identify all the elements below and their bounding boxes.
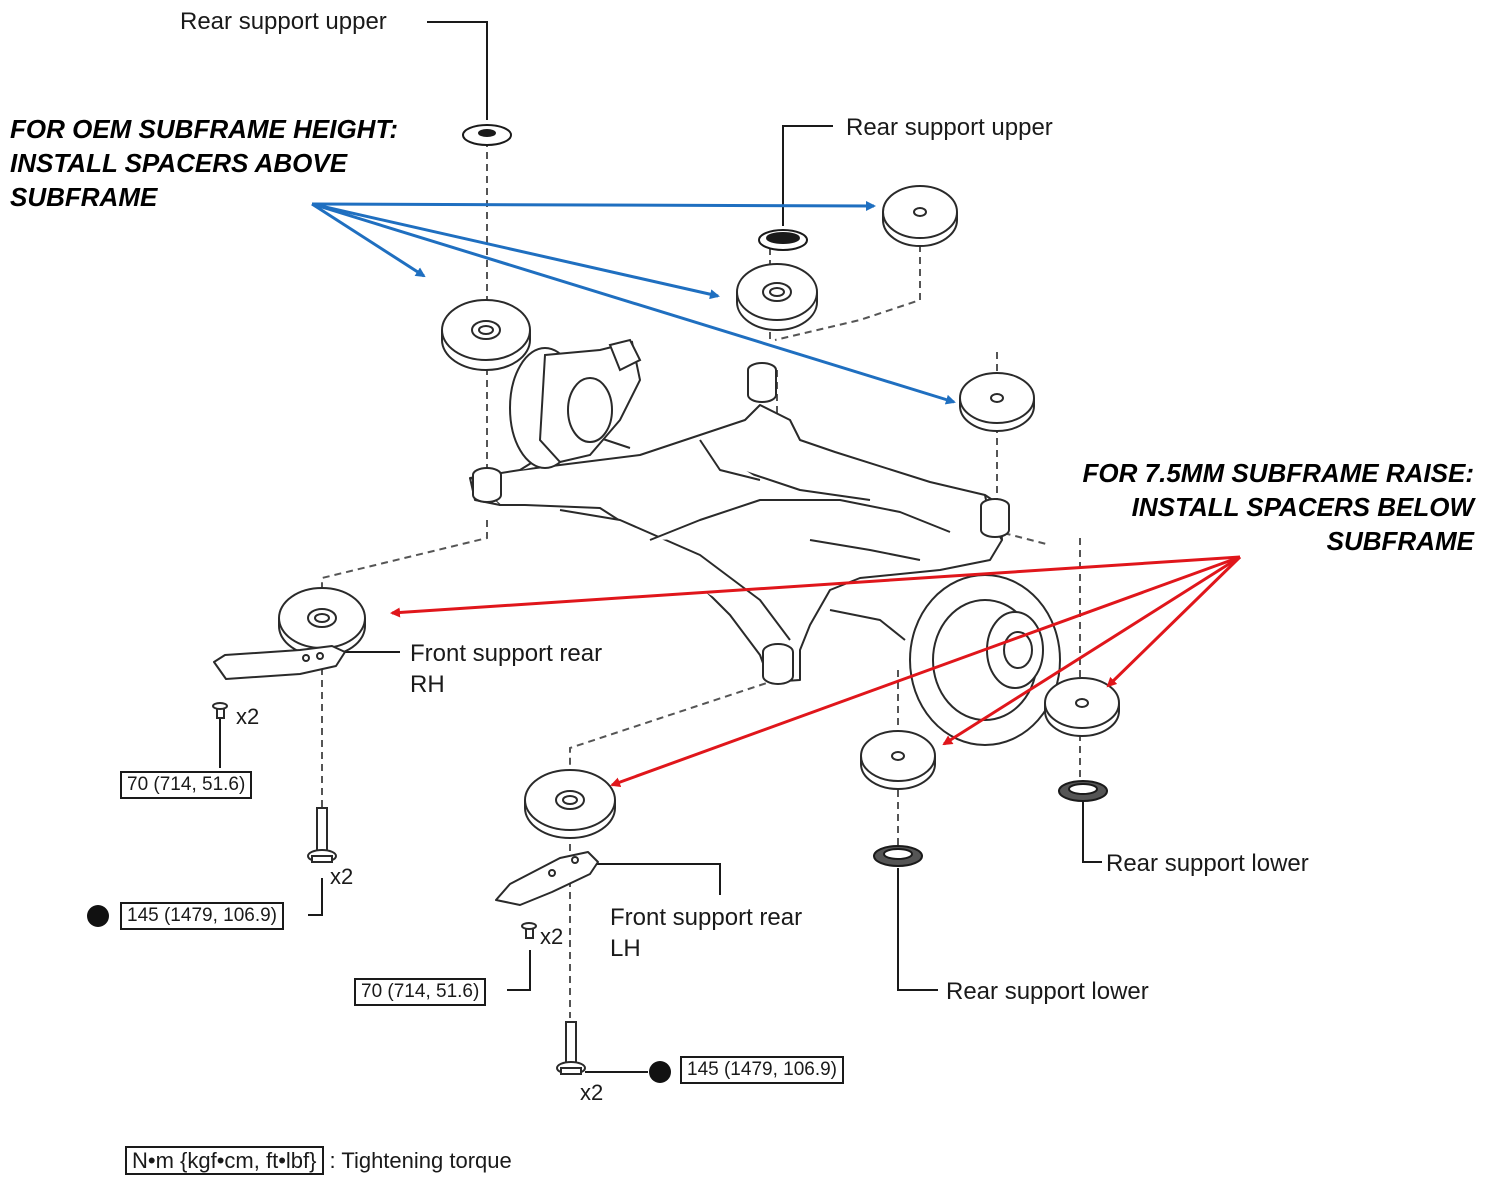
subframe-bushings xyxy=(472,362,1010,685)
leader-lines xyxy=(219,21,1102,1073)
rear-support-lower-washer-left xyxy=(873,845,923,867)
bracket-bolt-lh xyxy=(521,922,537,939)
label-front-support-rear-rh: Front support rear RH xyxy=(410,638,602,700)
label-rear-support-upper-left: Rear support upper xyxy=(180,8,387,35)
torque-main-bolt-rh: 145 (1479, 106.9) xyxy=(120,902,285,930)
spacer-lower-lh xyxy=(524,769,616,839)
spacer-lower-center-right xyxy=(860,730,936,790)
raise-arrows xyxy=(390,555,1242,787)
rear-support-upper-washer-center xyxy=(758,229,808,251)
oem-line-1: FOR OEM SUBFRAME HEIGHT: xyxy=(10,114,399,144)
legend-description: : Tightening torque xyxy=(329,1148,512,1173)
spacer-mid-right xyxy=(959,372,1035,432)
front-support-rear-lh-bracket xyxy=(495,851,599,906)
spacer-upper-right xyxy=(882,185,958,247)
label-front-support-rear-lh-line2: LH xyxy=(610,935,641,963)
bracket-bolt-rh xyxy=(212,702,228,719)
torque-bracket-bolt-rh: 70 (714, 51.6) xyxy=(120,771,253,799)
rear-support-lower-washer-right xyxy=(1058,780,1108,802)
oem-line-2: INSTALL SPACERS ABOVE xyxy=(10,147,348,178)
spacer-lower-far-right xyxy=(1044,677,1120,737)
torque-legend: N•m {kgf•cm, ft•lbf}: Tightening torque xyxy=(125,1146,512,1175)
support-washers xyxy=(462,124,1108,867)
label-front-support-rear-lh-line1: Front support rear xyxy=(610,904,803,931)
qty-bracket-bolt-lh: x2 xyxy=(540,924,564,949)
main-bolt-rh xyxy=(307,807,337,863)
spacer-upper-center xyxy=(736,263,818,331)
legend-unit-box: N•m {kgf•cm, ft•lbf} xyxy=(125,1146,324,1175)
qty-bracket-bolt-rh: x2 xyxy=(236,704,260,729)
qty-main-bolt-rh: x2 xyxy=(330,864,354,889)
front-support-brackets xyxy=(213,645,599,906)
label-rear-support-upper-center: Rear support upper xyxy=(846,114,1053,141)
spacer-upper-left xyxy=(441,299,531,371)
torque-markers xyxy=(87,905,671,1083)
rear-support-upper-washer-left xyxy=(462,124,512,146)
oem-height-annotation: FOR OEM SUBFRAME HEIGHT: INSTALL SPACERS… xyxy=(10,113,398,214)
label-rear-support-lower-left: Rear support lower xyxy=(946,978,1149,1005)
torque-main-bolt-lh: 145 (1479, 106.9) xyxy=(680,1056,845,1084)
raise-line-1: FOR 7.5MM SUBFRAME RAISE: xyxy=(1082,458,1474,488)
label-front-support-rear-rh-line1: Front support rear xyxy=(410,640,603,667)
oem-arrows xyxy=(311,200,956,405)
front-support-rear-rh-bracket xyxy=(213,645,346,680)
raise-annotation: FOR 7.5MM SUBFRAME RAISE: INSTALL SPACER… xyxy=(1083,457,1474,558)
label-front-support-rear-rh-line2: RH xyxy=(410,671,445,699)
qty-main-bolt-lh: x2 xyxy=(580,1080,604,1105)
spacer-discs xyxy=(278,185,1120,839)
main-bolt-lh xyxy=(556,1021,586,1075)
raise-line-3: SUBFRAME xyxy=(1326,525,1474,556)
torque-bracket-bolt-lh: 70 (714, 51.6) xyxy=(354,978,487,1006)
left-knuckle xyxy=(509,338,642,469)
bolts xyxy=(212,702,586,1075)
oem-line-3: SUBFRAME xyxy=(10,181,158,212)
spacer-lower-rh xyxy=(278,587,366,657)
label-rear-support-lower-right: Rear support lower xyxy=(1106,850,1309,877)
label-front-support-rear-lh: Front support rear LH xyxy=(610,902,802,964)
raise-line-2: INSTALL SPACERS BELOW xyxy=(1131,491,1474,522)
